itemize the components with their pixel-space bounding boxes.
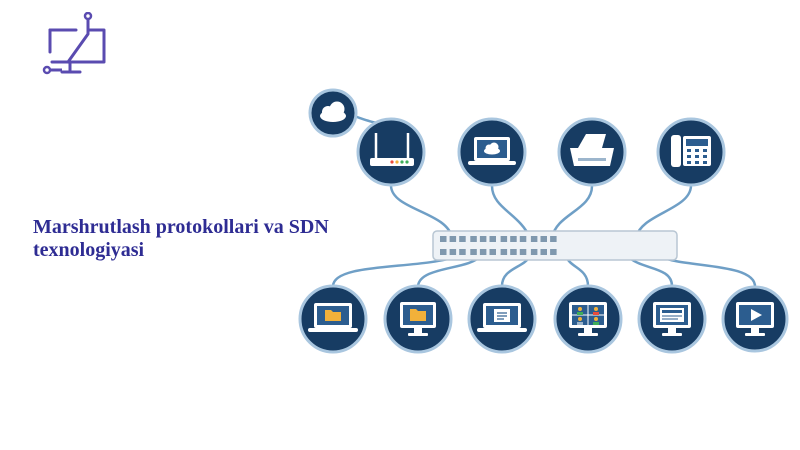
device-node-printer (557, 117, 627, 187)
switch-port (550, 249, 557, 255)
device-node-laptop-documents (467, 284, 537, 354)
video-player-icon (736, 302, 774, 336)
laptop-cloud-icon (468, 137, 516, 165)
cloud-icon (320, 101, 346, 122)
switch-port (489, 249, 496, 255)
device-node-desktop-folder (383, 284, 453, 354)
switch-port (459, 249, 466, 255)
network-cable (389, 184, 454, 240)
switch-port (449, 236, 457, 242)
switch-port (540, 236, 547, 242)
switch-port (479, 249, 487, 255)
network-cable (490, 184, 532, 240)
device-node-router (356, 117, 426, 187)
switch-port (540, 249, 547, 255)
switch-port (530, 249, 538, 255)
switch-port (519, 236, 527, 242)
network-switch-icon (432, 230, 678, 261)
monitor-network-icon (42, 12, 106, 75)
switch-port (440, 249, 447, 255)
network-cable (550, 184, 594, 240)
switch-ports (440, 236, 557, 255)
switch-port (459, 236, 466, 242)
device-node-video-player (721, 285, 789, 353)
device-node-news-display (637, 284, 707, 354)
switch-port (479, 236, 487, 242)
desktop-folder-icon (400, 302, 436, 336)
device-node-ip-phone (656, 117, 726, 187)
video-conference-icon (569, 302, 607, 336)
device-node-laptop-folder (298, 284, 368, 354)
device-node-laptop-cloud (457, 117, 527, 187)
switch-port (449, 249, 457, 255)
laptop-folder-icon (308, 303, 358, 332)
network-cable (634, 184, 693, 240)
news-display-icon (653, 302, 691, 336)
cloud-node (308, 88, 358, 138)
ip-phone-icon (671, 135, 711, 167)
device-node-video-conference (553, 284, 623, 354)
router-icon (370, 133, 414, 166)
slide-title: Marshrutlash protokollari va SDN texnolo… (33, 216, 329, 261)
switch-port (530, 236, 538, 242)
laptop-documents-icon (477, 303, 527, 332)
printer-icon (570, 134, 614, 166)
switch-port (489, 236, 496, 242)
switch-port (500, 249, 508, 255)
switch-port (440, 236, 447, 242)
network-cable (658, 254, 757, 289)
switch-port (470, 249, 477, 255)
switch-port (550, 236, 557, 242)
switch-port (500, 236, 508, 242)
switch-port (519, 249, 527, 255)
switch-port (510, 249, 517, 255)
switch-port (470, 236, 477, 242)
switch-port (510, 236, 517, 242)
